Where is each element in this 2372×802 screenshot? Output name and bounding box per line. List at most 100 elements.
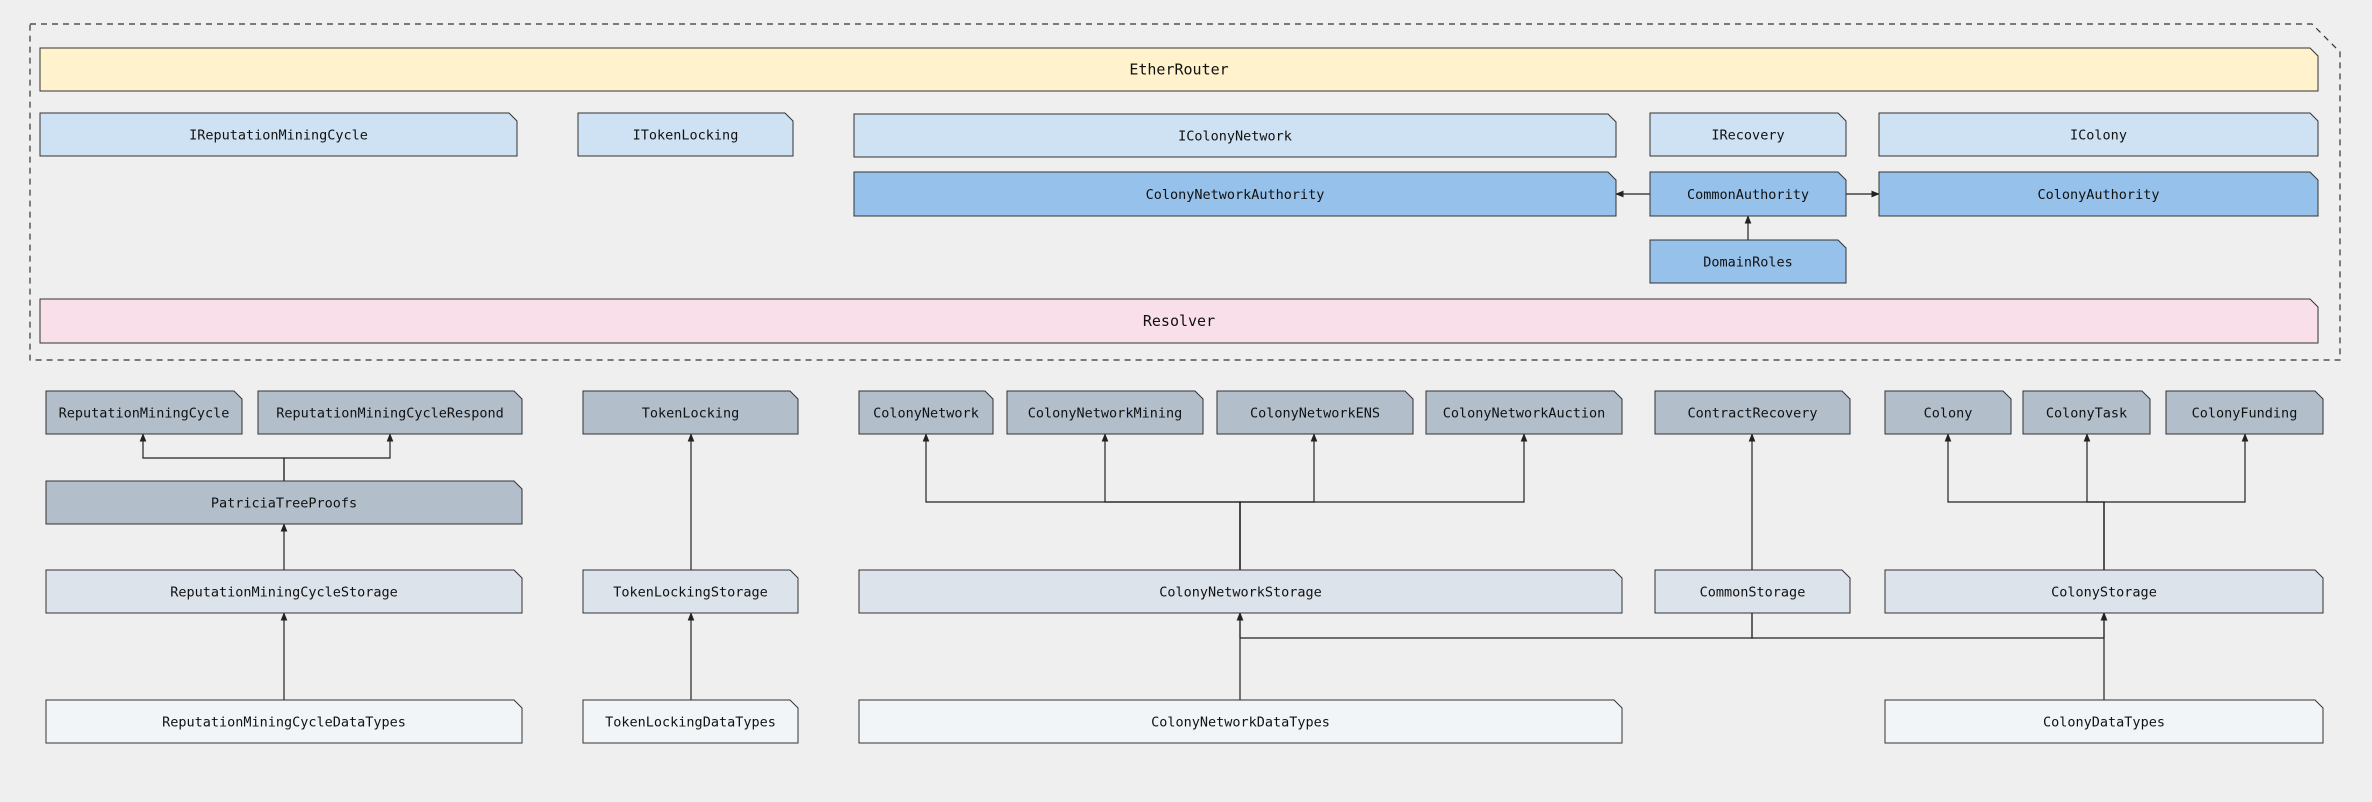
node-patricia-tree-proofs: PatriciaTreeProofs [45, 480, 523, 525]
node-colony-network-authority: ColonyNetworkAuthority [853, 171, 1617, 217]
node-token-locking-storage: TokenLockingStorage [582, 569, 799, 614]
node-label: ColonyNetwork [873, 406, 979, 422]
node-label: ColonyNetworkDataTypes [1151, 715, 1330, 731]
node-reputation-mining-cycle-storage: ReputationMiningCycleStorage [45, 569, 523, 614]
node-box [1425, 390, 1623, 435]
node-box [1654, 569, 1851, 614]
node-token-locking-data-types: TokenLockingDataTypes [582, 699, 799, 744]
node-label: ReputationMiningCycleRespond [276, 406, 504, 422]
node-label: Resolver [1143, 312, 1215, 330]
node-label: EtherRouter [1129, 61, 1228, 79]
node-colony-network-ens: ColonyNetworkENS [1216, 390, 1414, 435]
node-label: ITokenLocking [633, 128, 739, 144]
node-i-token-locking: ITokenLocking [577, 112, 794, 157]
node-colony-storage: ColonyStorage [1884, 569, 2324, 614]
node-domain-roles: DomainRoles [1649, 239, 1847, 284]
node-box [1649, 112, 1847, 157]
node-label: ColonyDataTypes [2043, 715, 2165, 731]
node-label: IColonyNetwork [1178, 129, 1292, 145]
node-colony-authority: ColonyAuthority [1878, 171, 2319, 217]
node-box [1878, 112, 2319, 157]
node-label: TokenLockingDataTypes [605, 715, 776, 731]
node-colony-network-mining: ColonyNetworkMining [1006, 390, 1204, 435]
node-box [2165, 390, 2324, 435]
node-label: Colony [1924, 406, 1973, 422]
node-label: ReputationMiningCycleDataTypes [162, 715, 406, 731]
node-label: ReputationMiningCycle [59, 406, 230, 422]
node-colony-network-storage: ColonyNetworkStorage [858, 569, 1623, 614]
node-colony-network-data-types: ColonyNetworkDataTypes [858, 699, 1623, 744]
node-colony-task: ColonyTask [2022, 390, 2151, 435]
node-label: ColonyStorage [2051, 585, 2157, 601]
node-box [858, 699, 1623, 744]
node-box [582, 699, 799, 744]
node-box [1878, 171, 2319, 217]
node-box [582, 569, 799, 614]
node-label: ColonyNetworkAuction [1443, 406, 1606, 422]
node-label: CommonAuthority [1687, 187, 1809, 203]
node-label: ColonyNetworkENS [1250, 406, 1380, 422]
node-box [1649, 171, 1847, 217]
node-common-authority: CommonAuthority [1649, 171, 1847, 217]
node-label: ColonyAuthority [2038, 187, 2160, 203]
node-box [45, 390, 243, 435]
node-label: ColonyFunding [2192, 406, 2298, 422]
node-box [45, 480, 523, 525]
node-common-storage: CommonStorage [1654, 569, 1851, 614]
node-box [1884, 390, 2012, 435]
node-label: ColonyNetworkStorage [1159, 585, 1322, 601]
node-box [2022, 390, 2151, 435]
edge-colony-network-storage-to-colony-network-auction [1239, 433, 1528, 570]
node-label: IRecovery [1711, 128, 1784, 144]
node-box [858, 569, 1623, 614]
node-box [853, 171, 1617, 217]
node-contract-recovery: ContractRecovery [1654, 390, 1851, 435]
edge-patricia-tree-proofs-to-reputation-mining-cycle-respond [283, 433, 394, 481]
node-i-colony-network: IColonyNetwork [853, 113, 1617, 158]
node-label: ColonyTask [2046, 406, 2127, 422]
node-label: ReputationMiningCycleStorage [170, 585, 398, 601]
node-label: IColony [2070, 128, 2127, 144]
node-box [1884, 569, 2324, 614]
node-colony-network: ColonyNetwork [858, 390, 994, 435]
edge-colony-storage-to-colony-task [2083, 433, 2105, 570]
node-box [858, 390, 994, 435]
edges-layer [139, 190, 2249, 700]
node-resolver: Resolver [39, 298, 2319, 344]
node-label: TokenLockingStorage [613, 585, 767, 601]
node-label: TokenLocking [642, 406, 740, 422]
node-label: ContractRecovery [1687, 406, 1817, 422]
node-reputation-mining-cycle-respond: ReputationMiningCycleRespond [257, 390, 523, 435]
node-box [582, 390, 799, 435]
node-box [1006, 390, 1204, 435]
node-colony-funding: ColonyFunding [2165, 390, 2324, 435]
node-colony-data-types: ColonyDataTypes [1884, 699, 2324, 744]
node-i-reputation-mining-cycle: IReputationMiningCycle [39, 112, 518, 157]
node-i-recovery: IRecovery [1649, 112, 1847, 157]
node-box [39, 112, 518, 157]
node-box [45, 569, 523, 614]
edge-colony-network-storage-to-colony-network-mining [1101, 433, 1241, 570]
node-box [577, 112, 794, 157]
node-label: PatriciaTreeProofs [211, 496, 357, 512]
node-box [853, 113, 1617, 158]
node-label: IReputationMiningCycle [189, 128, 368, 144]
edge-colony-storage-to-colony-funding [2103, 433, 2249, 570]
node-reputation-mining-cycle-data-types: ReputationMiningCycleDataTypes [45, 699, 523, 744]
proxy-boundary [29, 23, 2341, 361]
edge-common-storage-to-colony-network-storage [1236, 612, 1753, 639]
edge-colony-storage-to-colony [1944, 433, 2105, 570]
node-token-locking: TokenLocking [582, 390, 799, 435]
node-colony-network-auction: ColonyNetworkAuction [1425, 390, 1623, 435]
node-box [39, 47, 2319, 92]
edge-common-storage-to-colony-storage [1751, 612, 2108, 639]
node-box [1884, 699, 2324, 744]
node-box [1649, 239, 1847, 284]
node-label: CommonStorage [1700, 585, 1806, 601]
node-box [39, 298, 2319, 344]
node-reputation-mining-cycle: ReputationMiningCycle [45, 390, 243, 435]
node-ether-router: EtherRouter [39, 47, 2319, 92]
